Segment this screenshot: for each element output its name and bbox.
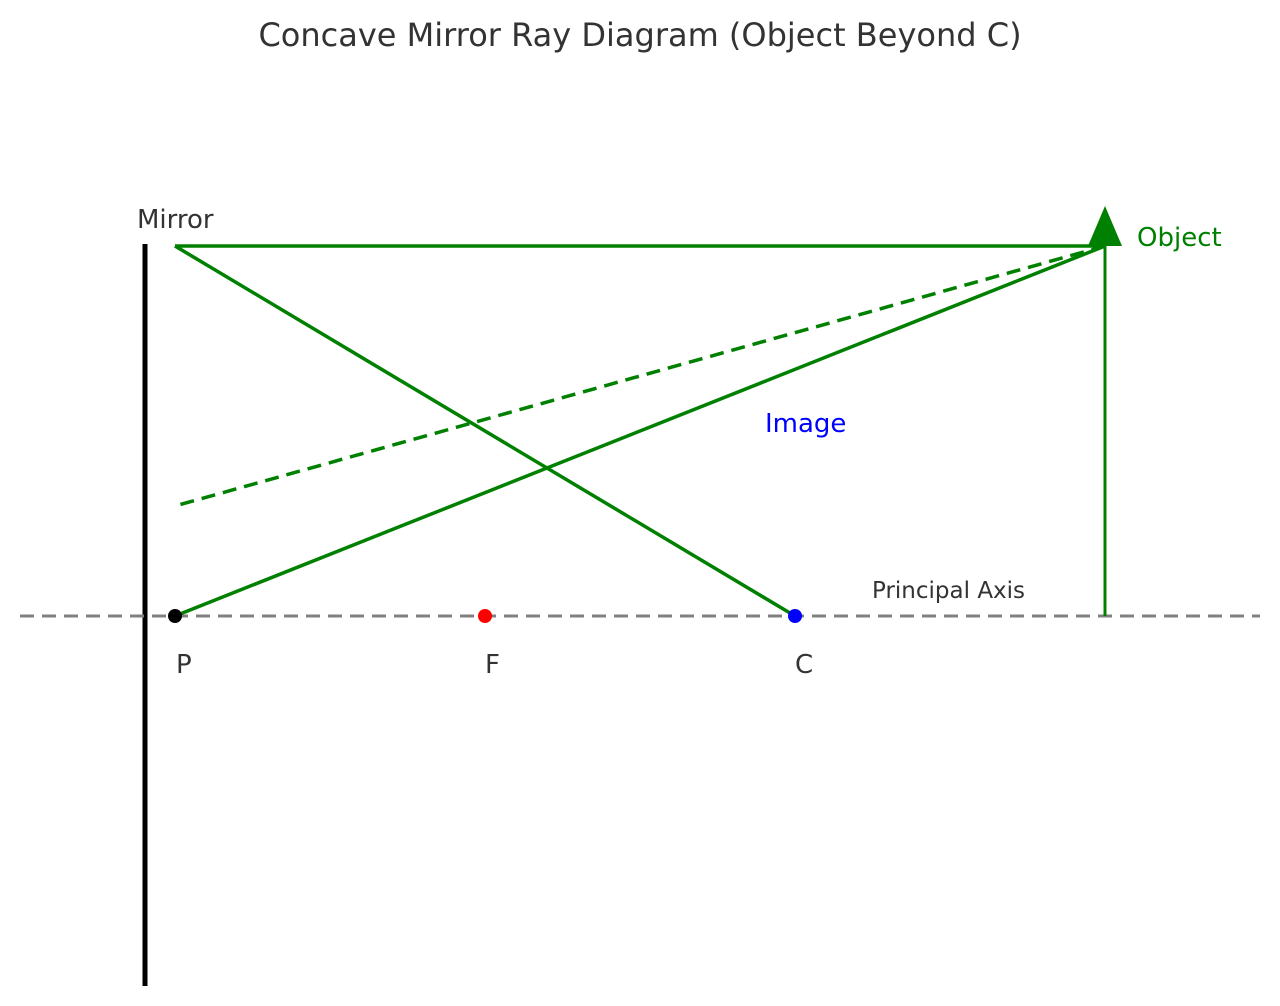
center-label: C bbox=[795, 650, 813, 680]
focus-label: F bbox=[485, 650, 500, 680]
pole-label: P bbox=[176, 650, 192, 680]
object-label: Object bbox=[1137, 223, 1222, 253]
center-point bbox=[788, 609, 802, 623]
ray-dashed bbox=[174, 244, 1106, 508]
focus-point bbox=[478, 609, 492, 623]
pole-point bbox=[168, 609, 182, 623]
ray-to-pole bbox=[174, 244, 1106, 618]
diagram-title: Concave Mirror Ray Diagram (Object Beyon… bbox=[258, 16, 1021, 54]
object-arrowhead bbox=[1088, 206, 1122, 246]
principal-axis-label: Principal Axis bbox=[872, 578, 1025, 604]
image-label: Image bbox=[765, 409, 846, 439]
ray-reflected-through-c bbox=[174, 244, 796, 618]
mirror-label: Mirror bbox=[137, 205, 214, 235]
